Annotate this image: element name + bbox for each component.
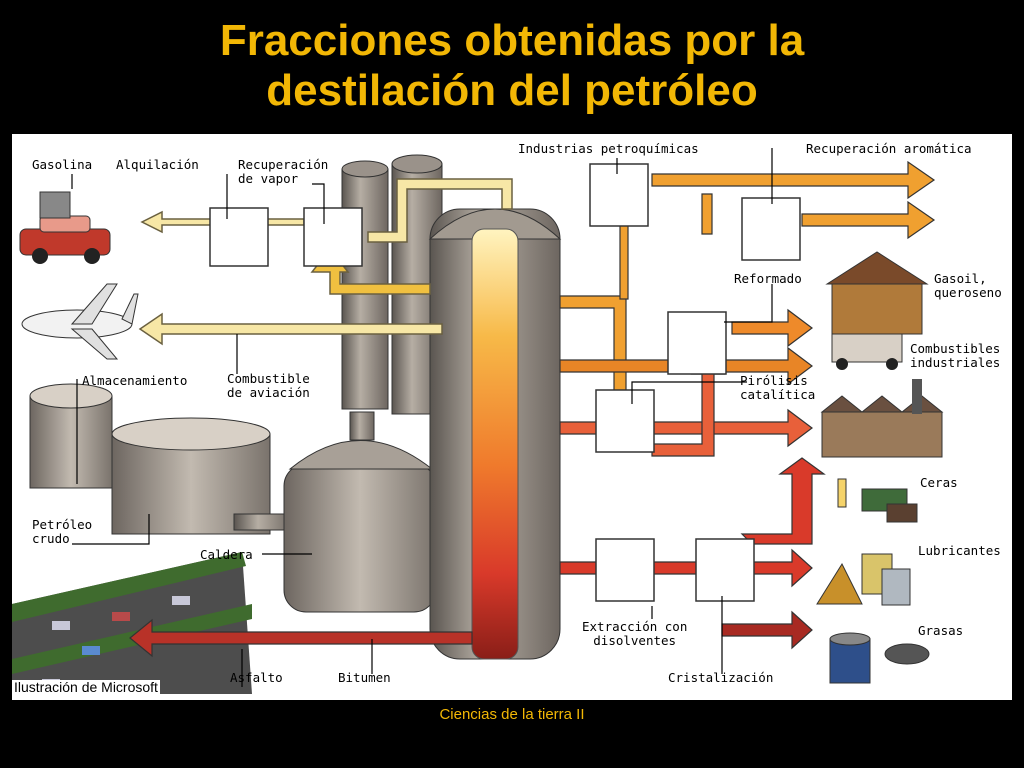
label-petroleo-crudo: Petróleo crudo xyxy=(32,517,93,546)
storage-tanks xyxy=(29,383,271,535)
box-recuperacion-aromatica xyxy=(741,197,801,261)
label-combustible-aviacion: Combustible de aviación xyxy=(227,371,310,400)
diagram-graphics xyxy=(12,148,944,694)
title: Fracciones obtenidas por la destilación … xyxy=(0,0,1024,132)
label-reformado: Reformado xyxy=(734,271,802,286)
label-almacenamiento: Almacenamiento xyxy=(82,373,188,388)
distillation-diagram: Gasolina Alquilación Recuperación de vap… xyxy=(12,134,1012,700)
title-line-2: destilación del petróleo xyxy=(266,66,758,115)
credit-label: Ilustración de Microsoft xyxy=(12,679,160,695)
label-caldera: Caldera xyxy=(200,547,253,562)
box-recuperacion-vapor xyxy=(303,207,363,267)
box-cristalizacion xyxy=(695,538,755,602)
label-ceras: Ceras xyxy=(920,475,958,490)
label-extraccion: Extracción con disolventes xyxy=(582,619,688,648)
boiler xyxy=(233,411,437,613)
box-pirolisis xyxy=(595,389,655,453)
label-lubricantes: Lubricantes xyxy=(918,543,1001,558)
title-line-1: Fracciones obtenidas por la xyxy=(219,16,805,65)
grease-bucket-icon xyxy=(829,632,930,684)
airplane-icon xyxy=(21,283,139,360)
label-cristalizacion: Cristalización xyxy=(668,670,774,685)
label-asfalto: Asfalto xyxy=(230,670,283,685)
label-recuperacion-vapor: Recuperación de vapor xyxy=(238,157,329,186)
distillation-column xyxy=(428,208,562,660)
label-pirolisis: Pirólisis catalítica xyxy=(740,373,816,402)
label-combustibles: Combustibles industriales xyxy=(910,341,1001,370)
process-boxes xyxy=(209,163,801,602)
label-alquilacion: Alquilación xyxy=(116,157,199,172)
label-bitumen: Bitumen xyxy=(338,670,391,685)
box-industrias xyxy=(589,163,649,227)
gasoline-car-icon xyxy=(19,191,111,264)
highway-picture xyxy=(12,552,252,694)
lubricant-cans-icon xyxy=(816,553,911,606)
box-alquilacion xyxy=(209,207,269,267)
factory-icon xyxy=(820,379,944,458)
candle-wax-icon xyxy=(837,478,918,523)
footer-text: Ciencias de la tierra II xyxy=(439,706,585,723)
label-industrias: Industrias petroquímicas xyxy=(518,141,699,156)
label-grasas: Grasas xyxy=(918,623,964,638)
box-extraccion xyxy=(595,538,655,602)
label-gasoil: Gasoil, queroseno xyxy=(934,271,1002,300)
label-gasolina: Gasolina xyxy=(32,157,93,172)
house-truck-icon xyxy=(825,251,929,370)
label-recuperacion-aromatica: Recuperación aromática xyxy=(806,141,972,156)
leader-lines xyxy=(71,148,773,687)
box-reformado xyxy=(667,311,727,375)
